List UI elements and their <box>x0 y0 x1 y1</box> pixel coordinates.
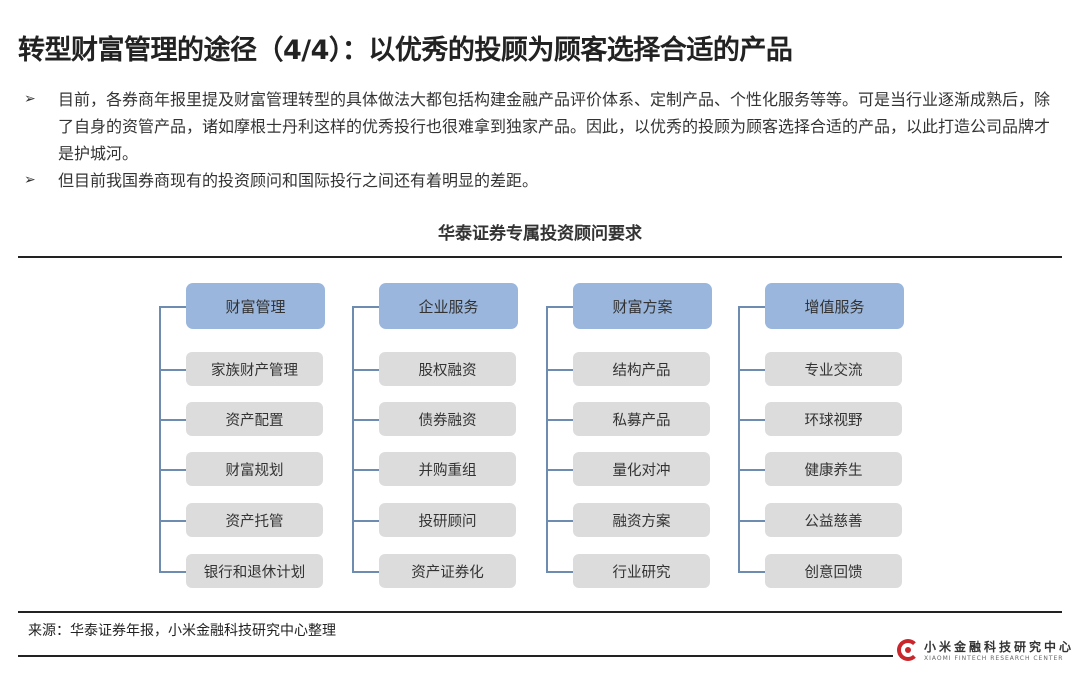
logo-en: XIAOMI FINTECH RESEARCH CENTER <box>924 655 1064 662</box>
logo-cn: 小米金融科技研究中心 <box>924 640 1075 654</box>
category-header: 财富方案 <box>573 283 712 329</box>
connector-line <box>352 306 354 571</box>
connector-line <box>352 419 379 421</box>
connector-line <box>159 369 186 371</box>
category-item: 资产证券化 <box>379 554 516 588</box>
diagram-column: 财富方案结构产品私募产品量化对冲融资方案行业研究 <box>546 283 712 588</box>
connector-line <box>546 419 573 421</box>
category-item: 专业交流 <box>765 352 902 386</box>
connector-line <box>159 520 186 522</box>
connector-line <box>159 419 186 421</box>
diagram-column: 增值服务专业交流环球视野健康养生公益慈善创意回馈 <box>738 283 904 588</box>
connector-line <box>738 306 765 308</box>
category-item: 家族财产管理 <box>186 352 323 386</box>
diagram-column: 企业服务股权融资债券融资并购重组投研顾问资产证券化 <box>352 283 518 588</box>
connector-line <box>546 469 573 471</box>
connector-line <box>546 306 573 308</box>
category-item: 银行和退休计划 <box>186 554 323 588</box>
bullet-item: ➢ 目前，各券商年报里提及财富管理转型的具体做法大都包括构建金融产品评价体系、定制… <box>24 86 1064 167</box>
connector-line <box>738 469 765 471</box>
category-header: 增值服务 <box>765 283 904 329</box>
category-item: 环球视野 <box>765 402 902 436</box>
bullet-item: ➢ 但目前我国券商现有的投资顾问和国际投行之间还有着明显的差距。 <box>24 167 1064 194</box>
connector-line <box>352 369 379 371</box>
category-item: 私募产品 <box>573 402 710 436</box>
connector-line <box>738 571 765 573</box>
bullet-list: ➢ 目前，各券商年报里提及财富管理转型的具体做法大都包括构建金融产品评价体系、定制… <box>24 86 1064 194</box>
connector-line <box>546 520 573 522</box>
category-item: 量化对冲 <box>573 452 710 486</box>
category-item: 健康养生 <box>765 452 902 486</box>
connector-line <box>159 469 186 471</box>
logo-mark-icon <box>897 639 919 661</box>
divider-bottom <box>18 611 1062 613</box>
source-note: 来源：华泰证券年报，小米金融科技研究中心整理 <box>28 623 336 639</box>
connector-line <box>352 306 379 308</box>
category-item: 股权融资 <box>379 352 516 386</box>
connector-line <box>546 369 573 371</box>
category-header: 财富管理 <box>186 283 325 329</box>
arrow-bullet-icon: ➢ <box>24 172 36 188</box>
connector-line <box>738 419 765 421</box>
category-item: 融资方案 <box>573 503 710 537</box>
connector-line <box>352 520 379 522</box>
connector-line <box>738 306 740 571</box>
bullet-text: 但目前我国券商现有的投资顾问和国际投行之间还有着明显的差距。 <box>58 171 539 190</box>
diagram-column: 财富管理家族财产管理资产配置财富规划资产托管银行和退休计划 <box>159 283 325 588</box>
connector-line <box>352 571 379 573</box>
category-header: 企业服务 <box>379 283 518 329</box>
connector-line <box>159 306 161 571</box>
category-item: 行业研究 <box>573 554 710 588</box>
divider-top <box>18 256 1062 258</box>
footer-line <box>18 655 1062 657</box>
diagram-title: 华泰证券专属投资顾问要求 <box>438 224 642 244</box>
connector-line <box>159 571 186 573</box>
category-item: 公益慈善 <box>765 503 902 537</box>
category-item: 资产托管 <box>186 503 323 537</box>
category-item: 债券融资 <box>379 402 516 436</box>
slide-title: 转型财富管理的途径（4/4）：以优秀的投顾为顾客选择合适的产品 <box>18 35 793 66</box>
connector-line <box>738 369 765 371</box>
connector-line <box>352 469 379 471</box>
connector-line <box>546 306 548 571</box>
arrow-bullet-icon: ➢ <box>24 91 36 107</box>
category-item: 结构产品 <box>573 352 710 386</box>
category-item: 并购重组 <box>379 452 516 486</box>
bullet-text: 目前，各券商年报里提及财富管理转型的具体做法大都包括构建金融产品评价体系、定制产… <box>58 90 1051 163</box>
connector-line <box>159 306 186 308</box>
category-item: 资产配置 <box>186 402 323 436</box>
category-item: 投研顾问 <box>379 503 516 537</box>
connector-line <box>546 571 573 573</box>
category-item: 创意回馈 <box>765 554 902 588</box>
category-item: 财富规划 <box>186 452 323 486</box>
connector-line <box>738 520 765 522</box>
